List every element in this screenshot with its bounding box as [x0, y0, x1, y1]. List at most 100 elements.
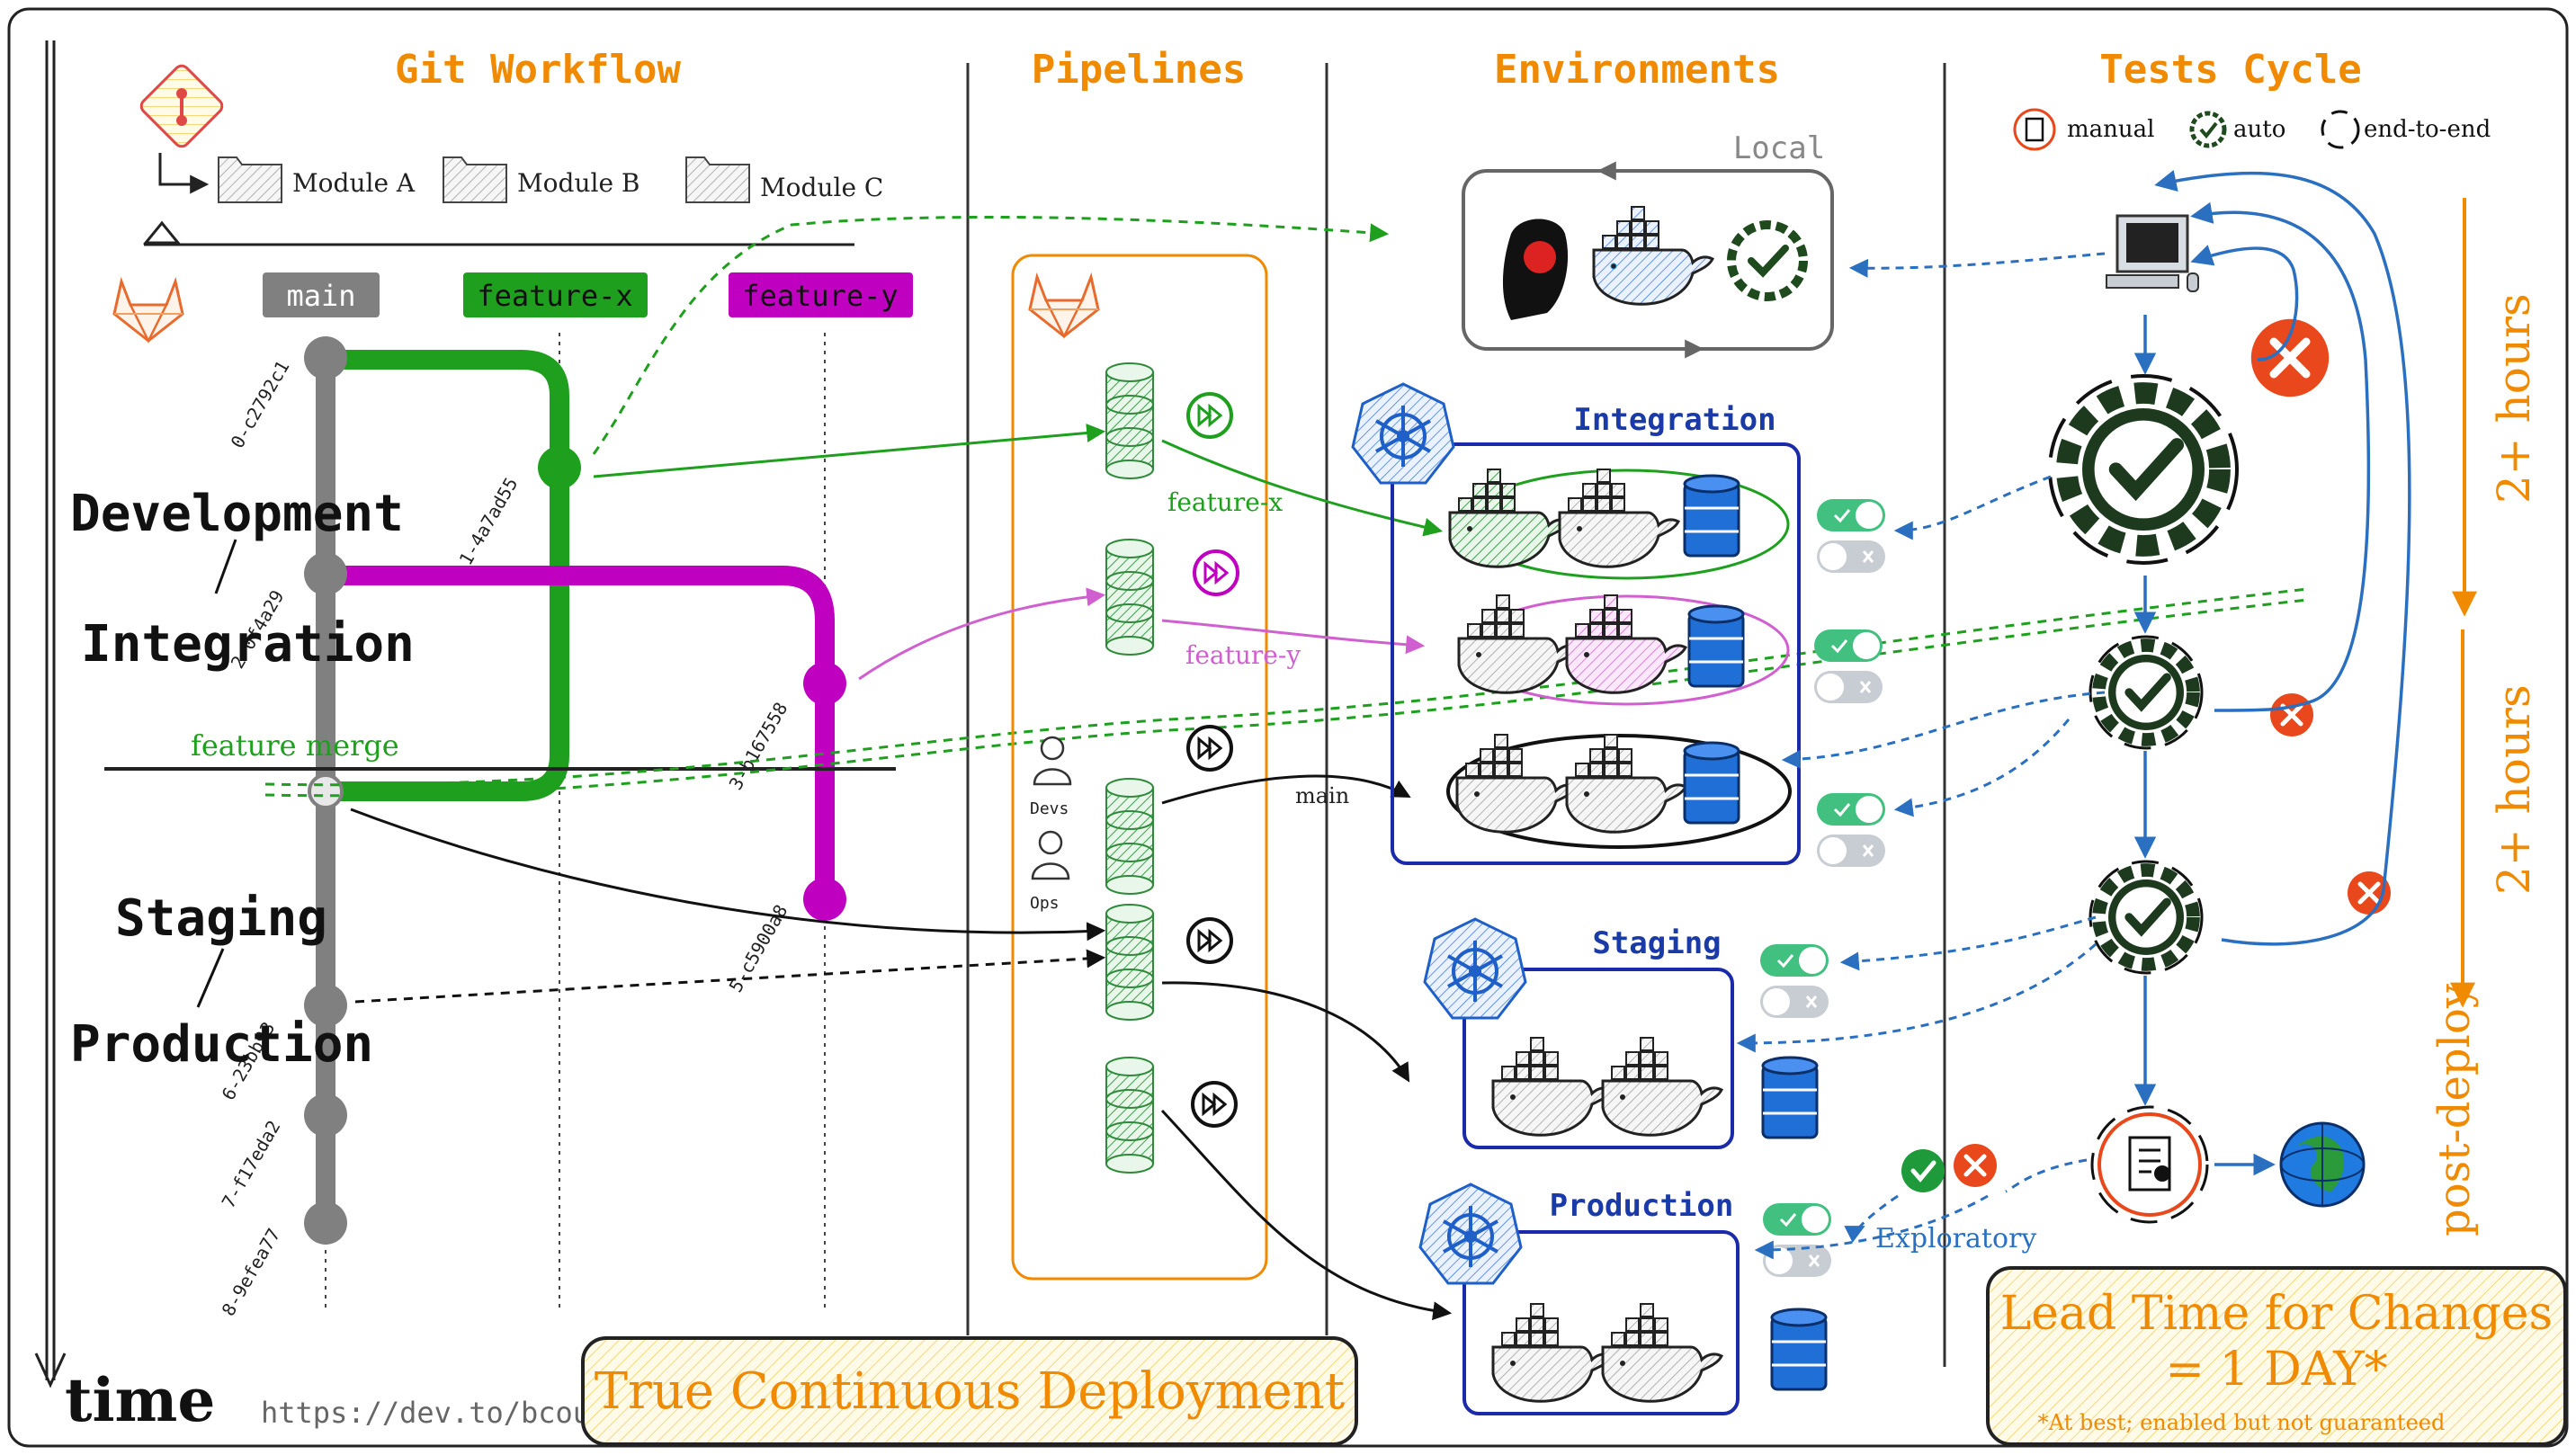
title-environments: Environments	[1494, 47, 1780, 93]
arrow-prod-pipe	[354, 949, 1106, 1004]
time-label: time	[65, 1365, 215, 1435]
auto-test-gear-icon-3	[2099, 870, 2194, 965]
post-deploy-label: post-deploy	[2429, 984, 2480, 1236]
ff-icon-staging	[1186, 917, 1233, 964]
arrow-pipe-staging-env	[1161, 981, 1410, 1083]
main-env-ellipse	[1446, 734, 1792, 849]
commit-hash-5: 5-c5900a8	[725, 901, 792, 996]
database-icon-production	[1770, 1308, 1828, 1391]
legend-e2e-icon	[2321, 110, 2360, 149]
arrow-featx-pipe	[593, 424, 1106, 478]
docker-icon-staging-2	[1601, 1036, 1723, 1137]
exploratory-label: Exploratory	[1875, 1223, 2036, 1254]
pipe-main-2	[1105, 904, 1154, 1021]
legend-manual-label: manual	[2067, 116, 2154, 143]
local-env-label: Local	[1733, 130, 1825, 166]
folder-icon-c	[685, 156, 750, 203]
arrow-pipe-featx-env	[1161, 439, 1444, 537]
feature-y-commit-1	[803, 662, 846, 705]
toggle-featx[interactable]	[1815, 497, 1887, 575]
k8s-icon-production	[1418, 1183, 1523, 1285]
pipe-feature-x	[1105, 362, 1154, 479]
arrow-merge-pipe	[350, 808, 1106, 942]
integration-env-box	[1391, 442, 1801, 865]
ff-icon-feature-y	[1193, 549, 1239, 596]
globe-icon	[2279, 1121, 2366, 1208]
feature-y-branch	[326, 566, 835, 899]
folder-icon-b	[443, 156, 507, 203]
stage-production: Production	[70, 1015, 373, 1074]
gitlab-icon	[112, 280, 184, 343]
green-separator	[264, 587, 2308, 787]
e2e-circle-icon-main	[2048, 374, 2239, 565]
devs-icon	[1033, 736, 1072, 786]
auto-test-gear-icon-2	[2099, 646, 2194, 740]
tree-base-icon	[142, 220, 182, 245]
pipe-main-3	[1105, 1057, 1154, 1174]
docker-icon-main	[1455, 733, 1578, 834]
arrow-pipe-featy-env	[1161, 619, 1426, 655]
column-dividers	[966, 63, 1946, 1367]
ff-icon-feature-x	[1186, 392, 1233, 439]
database-icon-main	[1683, 741, 1740, 825]
jenkins-icon	[1502, 219, 1569, 320]
legend-auto-icon	[2189, 111, 2227, 148]
toggle-staging[interactable]	[1758, 942, 1830, 1020]
e2e-circle-icon-2	[2089, 860, 2204, 975]
test-flow-arrows	[2133, 170, 2411, 1176]
check-gear-local-icon	[1727, 220, 1808, 301]
pipe-main-1	[1105, 778, 1154, 895]
test-env-arrows	[1736, 252, 2106, 1260]
arrow-pipe-main-env	[1161, 774, 1411, 805]
docker-icon-featx-2	[1558, 468, 1680, 568]
docker-icon-production	[1491, 1302, 1614, 1403]
commit-hash-7: 7-f17eda2	[218, 1117, 285, 1212]
e2e-circle-icon	[2089, 635, 2204, 750]
toggle-featy[interactable]	[1812, 628, 1884, 705]
feature-y-commit-2	[803, 878, 846, 921]
docker-icon-featy-2	[1565, 594, 1687, 694]
arrow-featy-pipe	[858, 587, 1106, 681]
computer-icon	[2106, 214, 2199, 292]
ops-label: Ops	[1030, 894, 1060, 913]
module-c-label: Module C	[760, 173, 883, 202]
commit-hash-8: 8-9efea77	[218, 1225, 285, 1320]
database-icon-featx	[1683, 474, 1740, 558]
feature-merge-label: feature merge	[191, 728, 399, 763]
pipe-feature-y	[1105, 539, 1154, 656]
ops-icon	[1031, 830, 1070, 880]
fail-icon-2	[2270, 693, 2313, 736]
auto-test-gear-icon	[2067, 393, 2220, 546]
docker-icon-production-2	[1601, 1302, 1723, 1403]
lead-time-line1: Lead Time for Changes	[2000, 1287, 2554, 1341]
main-branch-label: main	[286, 279, 355, 313]
main-commits	[304, 336, 347, 1245]
pipeline-feature-x-label: feature-x	[1167, 487, 1283, 517]
module-tree-arrow	[158, 153, 210, 194]
time-axis	[34, 40, 67, 1388]
feature-x-badge	[463, 272, 648, 317]
legend-manual-icon	[2013, 108, 2056, 151]
toggle-main[interactable]	[1815, 791, 1887, 869]
title-tests-cycle: Tests Cycle	[2099, 47, 2361, 93]
main-branch-badge	[263, 272, 380, 317]
module-b-label: Module B	[517, 168, 640, 198]
commit-hash-0: 0-c2792c1	[227, 357, 294, 452]
pipeline-feature-y-label: feature-y	[1185, 640, 1301, 670]
docker-icon-local	[1592, 205, 1714, 306]
merge-commit	[308, 773, 344, 809]
stage-staging: Staging	[115, 889, 327, 948]
docker-icon-staging	[1491, 1036, 1614, 1137]
stage-development: Development	[70, 485, 404, 543]
arrow-pipe-prod-env	[1160, 1109, 1453, 1321]
k8s-icon-integration	[1351, 382, 1455, 485]
production-env-label: Production	[1550, 1188, 1734, 1224]
folder-icon-a	[218, 156, 282, 203]
title-git-workflow: Git Workflow	[395, 47, 681, 93]
feature-x-commit	[538, 446, 581, 489]
feature-y-badge	[729, 272, 913, 317]
database-icon-featy	[1687, 604, 1745, 688]
manual-test-icon	[2090, 1105, 2209, 1224]
toggle-production[interactable]	[1761, 1201, 1833, 1279]
